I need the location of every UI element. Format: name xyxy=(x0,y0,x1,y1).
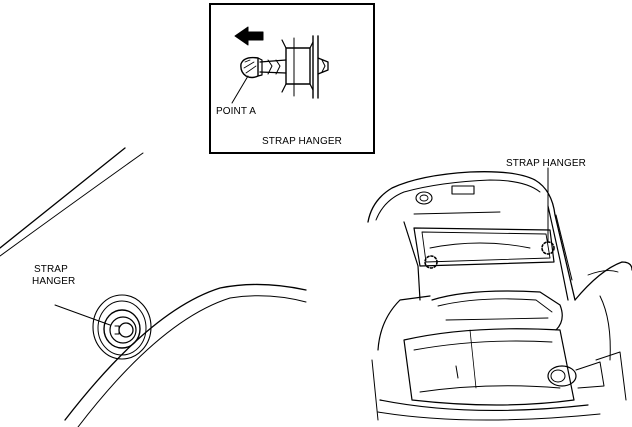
left-label-line2: HANGER xyxy=(32,276,76,287)
dashed-circle-icon xyxy=(424,255,438,269)
point-a-label: POINT A xyxy=(216,106,256,117)
inset-clip-drawing xyxy=(231,26,329,104)
right-label: STRAP HANGER xyxy=(506,158,586,169)
inset-detail-frame xyxy=(209,3,375,154)
left-label-line1: STRAP xyxy=(34,264,68,275)
inset-caption: STRAP HANGER xyxy=(262,136,342,147)
left-view-drawing xyxy=(0,147,307,427)
right-view-drawing xyxy=(367,167,632,421)
arrow-left-icon xyxy=(234,26,264,46)
